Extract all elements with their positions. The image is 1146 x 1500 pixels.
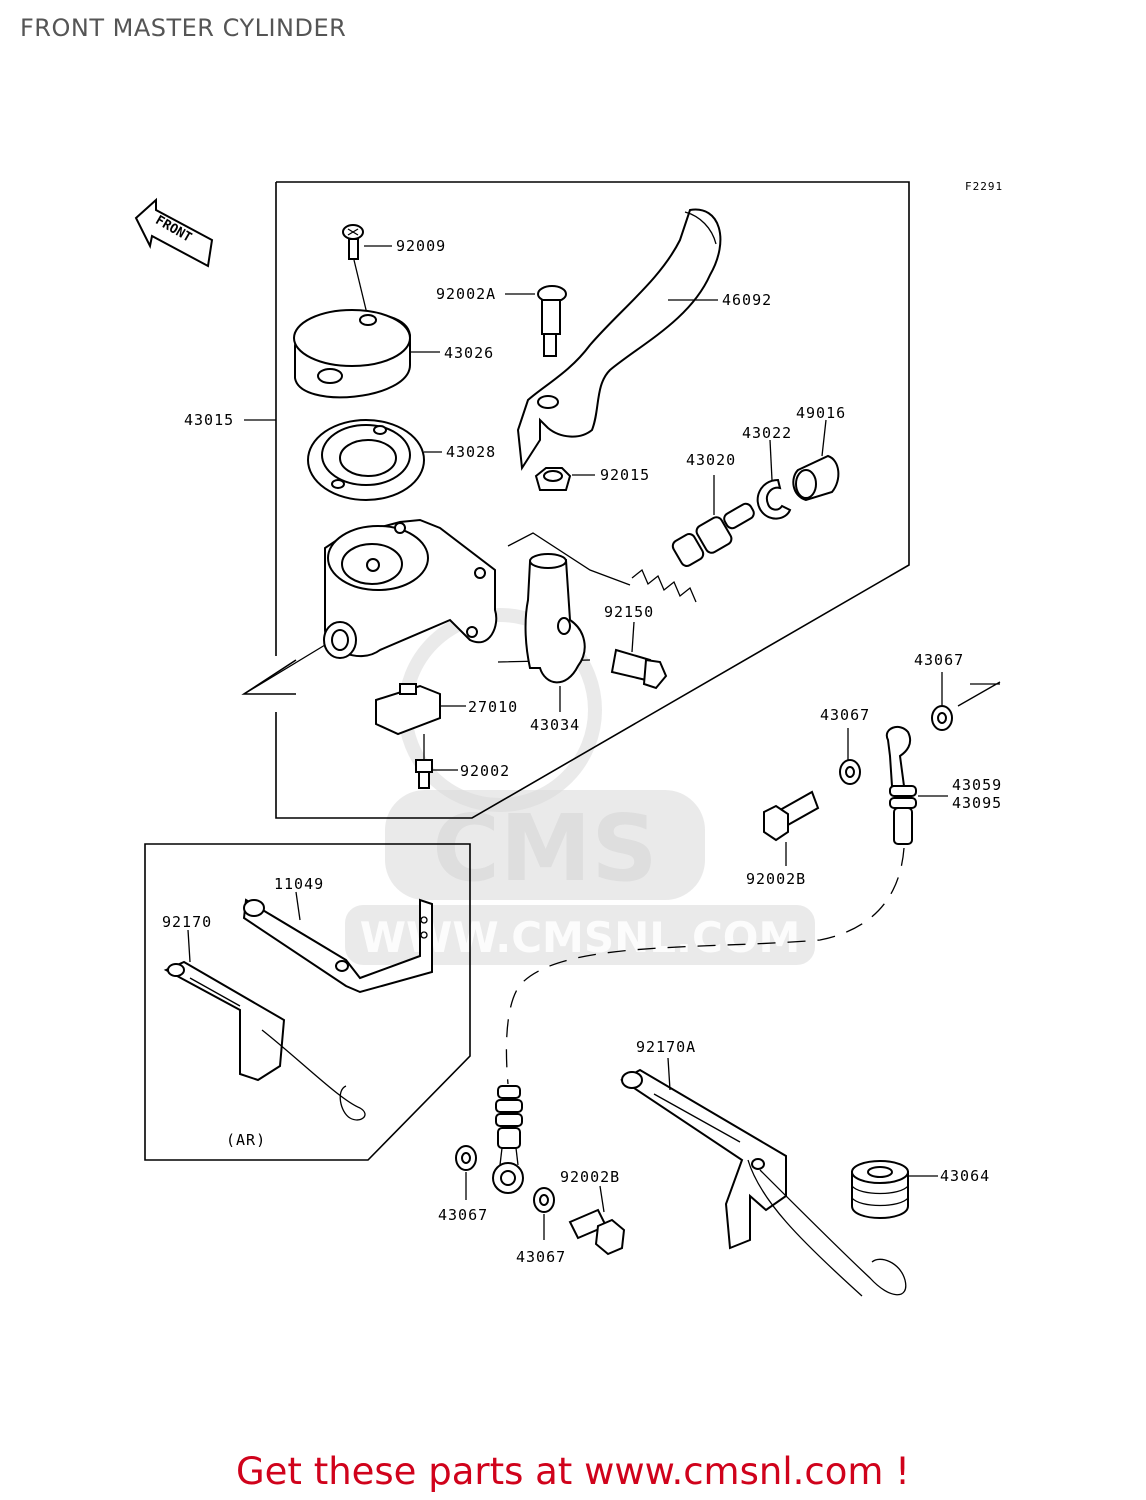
front-arrow-icon: FRONT: [134, 197, 214, 268]
washer-43067-b: [839, 728, 861, 785]
callout-49016: 49016: [796, 404, 846, 422]
parts-diagram: CMS WWW.CMSNL.COM F2291 FRONT 92009 4302…: [134, 180, 1003, 1297]
callout-43067-c: 43067: [438, 1206, 488, 1224]
callout-43067-d: 43067: [516, 1248, 566, 1266]
watermark-brand: CMS: [432, 795, 657, 902]
callout-43059: 43059: [952, 776, 1002, 794]
brake-switch-27010: [375, 683, 466, 736]
callout-43026: 43026: [444, 344, 494, 362]
callout-43015: 43015: [184, 411, 234, 429]
brake-lever-46092: [516, 208, 722, 471]
callout-92015: 92015: [600, 466, 650, 484]
callout-92150: 92150: [604, 603, 654, 621]
callout-27010: 27010: [468, 698, 518, 716]
variant-frame: [144, 843, 471, 1161]
footer-promo-link[interactable]: Get these parts at www.cmsnl.com !: [235, 1450, 910, 1493]
diaphragm-43028: [307, 419, 442, 501]
callout-92002B-a: 92002B: [746, 870, 806, 888]
washer-43067-c: [455, 1145, 477, 1200]
watermark: CMS WWW.CMSNL.COM: [345, 608, 815, 965]
circlip-43022: [756, 439, 792, 520]
bolt-92150: [610, 621, 668, 690]
dust-boot-49016: [792, 419, 840, 502]
callout-11049: 11049: [274, 875, 324, 893]
watermark-url: WWW.CMSNL.COM: [360, 913, 801, 962]
damper-43064: [851, 1160, 938, 1219]
banjo-fitting-lower: [492, 1085, 524, 1194]
washer-43067-a: [931, 672, 953, 731]
pivot-bolt-92002A: [505, 285, 567, 357]
callout-43067-b: 43067: [820, 706, 870, 724]
callout-92170A: 92170A: [636, 1038, 696, 1056]
washer-43067-d: [533, 1187, 555, 1240]
banjo-bolt-92002B-a: [763, 790, 820, 866]
clamp-43034: [524, 553, 586, 712]
callout-43034: 43034: [530, 716, 580, 734]
screw-92009: [342, 224, 392, 319]
callout-43020: 43020: [686, 451, 736, 469]
banjo-bolt-92002B-b: [568, 1185, 626, 1256]
piston-assembly-43020: [631, 475, 755, 603]
figure-code: F2291: [965, 180, 1003, 193]
callout-43067-a: 43067: [914, 651, 964, 669]
callout-92002: 92002: [460, 762, 510, 780]
nut-92015: [534, 467, 595, 491]
callout-43028: 43028: [446, 443, 496, 461]
callout-92009: 92009: [396, 237, 446, 255]
callout-43064: 43064: [940, 1167, 990, 1185]
bracket-11049: [242, 891, 433, 994]
variant-label: (AR): [226, 1131, 266, 1149]
callout-46092: 46092: [722, 291, 772, 309]
bracket-92170A: [620, 1057, 907, 1297]
callout-43022: 43022: [742, 424, 792, 442]
callout-92002A: 92002A: [436, 285, 496, 303]
callout-92002B-b: 92002B: [560, 1168, 620, 1186]
callout-43095: 43095: [952, 794, 1002, 812]
page-title: FRONT MASTER CYLINDER: [20, 14, 347, 42]
master-cylinder-body: [243, 518, 498, 695]
bracket-92170: [163, 929, 366, 1121]
screw-92002: [415, 734, 458, 789]
callout-92170: 92170: [162, 913, 212, 931]
brake-hose-fitting: [885, 725, 948, 845]
reservoir-cap-43026: [293, 309, 440, 399]
